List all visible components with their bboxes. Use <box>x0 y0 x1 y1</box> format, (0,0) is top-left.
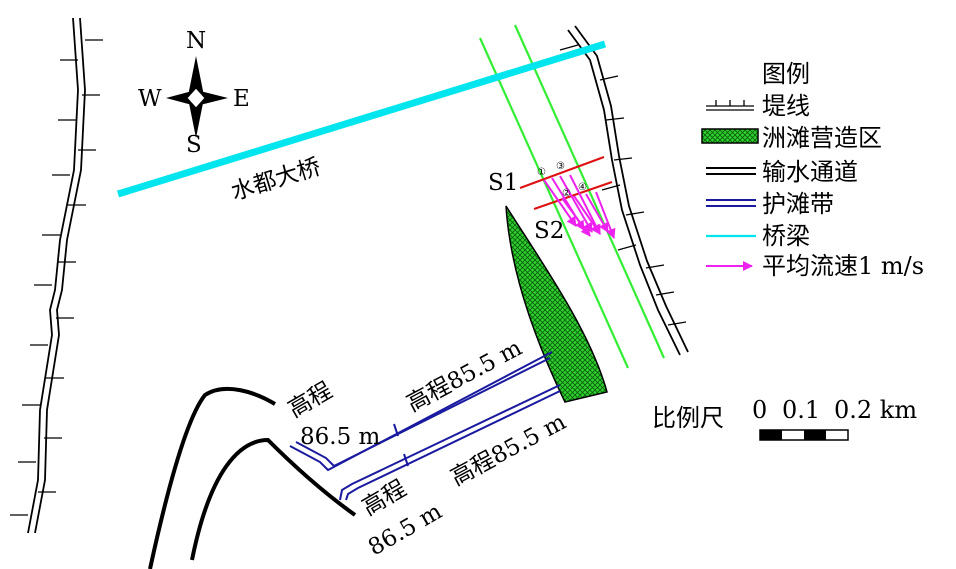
legend-shoal-label: 洲滩营造区 <box>762 124 882 152</box>
right-levee <box>559 25 689 356</box>
bridge-line <box>116 40 607 198</box>
point-3-label: ③ <box>556 161 565 172</box>
scale-label: 比例尺 <box>652 404 724 432</box>
compass-e: E <box>233 86 250 112</box>
legend-channel-symbol <box>706 167 756 175</box>
channel-curves <box>148 386 357 569</box>
scale-tick-0: 0 <box>752 396 767 424</box>
legend-velocity-label: 平均流速1 m/s <box>762 252 924 280</box>
compass-w: W <box>138 86 162 112</box>
scale-tick-2: 0.2 km <box>834 396 917 424</box>
legend-title: 图例 <box>762 60 810 88</box>
scale-bar: 比例尺 0 0.1 0.2 km <box>652 396 917 441</box>
legend: 图例 堤线 洲滩营造区 输水通道 护滩带 桥梁 平均流速1 m/s <box>701 60 924 280</box>
elev-upper-left-line1: 高程 <box>284 378 337 424</box>
legend-protect-symbol <box>706 199 756 207</box>
compass-west-arm <box>166 90 196 106</box>
legend-levee-label: 堤线 <box>762 92 810 120</box>
elev-lower-left-line1: 高程 <box>358 476 411 522</box>
compass-east-arm <box>196 90 228 106</box>
compass-south-arm <box>188 98 204 138</box>
legend-levee-symbol <box>706 100 754 111</box>
compass-north-arm <box>188 56 204 96</box>
compass: N S W E <box>138 28 250 158</box>
bridge-label: 水都大桥 <box>228 154 324 206</box>
elev-lower-right: 高程85.5 m <box>447 409 571 491</box>
velocity-arrows <box>543 174 616 239</box>
shoal-area <box>505 205 608 403</box>
legend-channel-label: 输水通道 <box>762 158 858 186</box>
compass-s: S <box>186 132 202 158</box>
section-lines <box>519 156 613 210</box>
band-markers <box>393 423 409 467</box>
section-s1-label: S1 <box>488 170 518 196</box>
point-1-label: ① <box>537 167 546 178</box>
legend-bridge-label: 桥梁 <box>762 222 810 250</box>
section-s2-label: S2 <box>534 218 564 244</box>
legend-shoal-symbol <box>701 128 759 144</box>
protection-bands <box>289 351 561 501</box>
point-4-label: ④ <box>578 182 587 193</box>
point-2-label: ② <box>562 188 571 199</box>
scale-tick-1: 0.1 <box>782 396 820 424</box>
compass-n: N <box>186 28 206 54</box>
elev-upper-left-line2: 86.5 m <box>300 424 381 450</box>
legend-protect-label: 护滩带 <box>762 190 834 218</box>
left-levee <box>10 17 103 534</box>
